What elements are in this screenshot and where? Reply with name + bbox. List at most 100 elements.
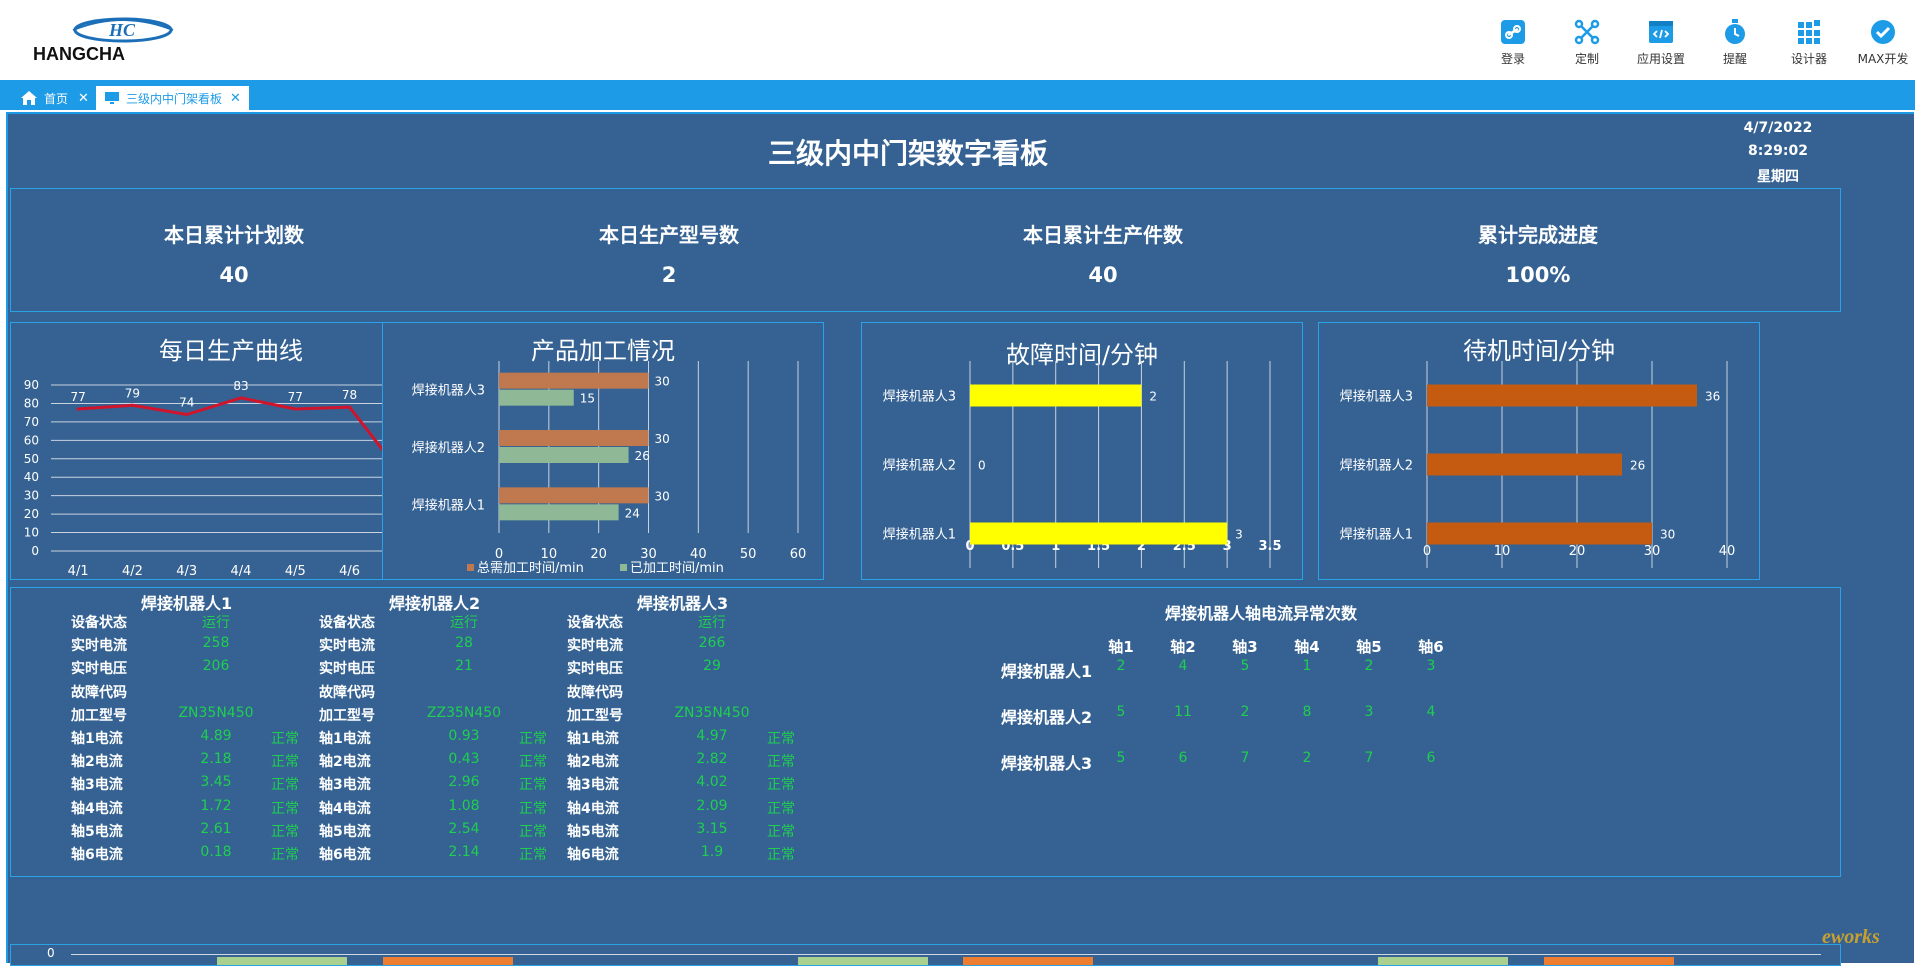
status-label: 轴3电流	[71, 777, 123, 794]
status-label: 轴2电流	[319, 754, 371, 771]
x-tick-label: 0	[495, 547, 503, 562]
close-icon[interactable]: ✕	[230, 90, 241, 106]
x-tick-label: 0	[965, 539, 974, 554]
status-label: 故障代码	[71, 684, 127, 701]
y-tick-label: 70	[24, 415, 39, 429]
series-line	[78, 396, 406, 479]
data-label: 26	[635, 449, 650, 463]
status-note: 正常	[519, 847, 547, 863]
kpi-produced-value: 40	[1088, 263, 1118, 287]
bar	[1427, 522, 1652, 545]
status-value: 206	[202, 658, 230, 675]
kpi-progress-label: 累计完成进度	[1478, 223, 1598, 247]
category-label: 焊接机器人1	[1340, 527, 1413, 543]
bar	[499, 372, 649, 389]
anomaly-header-cell: 轴6	[1418, 638, 1444, 656]
x-tick-label: 30	[640, 547, 657, 562]
close-icon[interactable]: ✕	[78, 90, 89, 106]
status-label: 实时电压	[567, 661, 623, 678]
status-note: 正常	[271, 777, 299, 794]
x-tick-label: 20	[590, 547, 607, 562]
x-tick-label: 40	[690, 547, 707, 562]
anomaly-cell: 5	[1116, 704, 1126, 720]
anomaly-cell: 3	[1426, 658, 1436, 674]
anomaly-cell: 5	[1116, 750, 1126, 766]
max-dev-button[interactable]: MAX开发	[1848, 18, 1915, 67]
top-bar: HC HANGCHA 登录 定制 应用设置 提醒 设计器 MAX开发	[0, 0, 1915, 80]
status-value: 0.18	[200, 844, 232, 860]
data-label: 79	[125, 386, 140, 400]
kpi-models-value: 2	[661, 263, 677, 287]
anomaly-header-cell: 轴4	[1294, 638, 1320, 656]
status-value	[667, 682, 757, 704]
status-value: 2.61	[200, 820, 232, 837]
bottom-axis-zero: 0	[47, 946, 55, 960]
status-label: 实时电流	[567, 638, 623, 655]
anomaly-header-cell: 轴2	[1170, 638, 1196, 656]
data-label: 24	[625, 506, 640, 520]
data-label: 0	[978, 459, 986, 473]
anomaly-cell: 4	[1426, 704, 1436, 720]
svg-text:HC: HC	[108, 20, 136, 40]
check-circle-icon	[1871, 20, 1895, 44]
bottom-bar	[963, 957, 1093, 965]
status-label: 故障代码	[567, 684, 623, 701]
status-label: 故障代码	[319, 684, 375, 701]
y-tick-label: 30	[24, 489, 39, 503]
status-note: 正常	[271, 823, 299, 840]
designer-button[interactable]: 设计器	[1774, 18, 1844, 67]
bottom-bar	[1544, 957, 1674, 965]
bar	[970, 384, 1142, 407]
status-label: 加工型号	[319, 707, 375, 724]
status-label: 轴2电流	[71, 754, 123, 771]
status-value: 3.45	[200, 774, 232, 791]
status-value: ZZ35N450	[426, 704, 502, 721]
data-label: 3	[1235, 528, 1243, 542]
bar	[499, 389, 574, 406]
robot-name: 焊接机器人2	[389, 594, 481, 613]
robot-name: 焊接机器人1	[141, 594, 233, 613]
status-label: 轴5电流	[567, 823, 619, 840]
logo-text: HANGCHA	[33, 44, 125, 64]
status-label: 轴5电流	[319, 823, 371, 840]
status-value: 29	[703, 658, 721, 675]
anomaly-cell: 8	[1302, 704, 1312, 720]
customize-button[interactable]: 定制	[1552, 18, 1622, 67]
tab-kanban[interactable]: 三级内中门架看板 ✕	[96, 86, 249, 110]
x-tick-label: 4/1	[68, 564, 89, 579]
data-point	[239, 396, 243, 400]
y-tick-label: 0	[31, 544, 39, 558]
x-tick-label: 4/6	[339, 564, 360, 579]
data-label: 15	[580, 392, 595, 406]
status-note: 正常	[767, 777, 795, 794]
status-label: 轴2电流	[567, 754, 619, 771]
data-label: 74	[179, 396, 194, 410]
max-dev-label: MAX开发	[1857, 52, 1909, 66]
app-settings-label: 应用设置	[1636, 52, 1685, 66]
stopwatch-icon	[1725, 19, 1745, 44]
status-note: 正常	[271, 847, 299, 863]
login-button[interactable]: 登录	[1478, 18, 1548, 67]
status-note: 正常	[271, 731, 299, 747]
status-label: 轴1电流	[567, 731, 619, 747]
app-settings-button[interactable]: 应用设置	[1626, 18, 1696, 67]
data-point	[293, 407, 297, 411]
bottom-axis-line	[71, 954, 1821, 955]
status-label: 设备状态	[319, 615, 375, 631]
reminder-button[interactable]: 提醒	[1700, 18, 1770, 67]
data-label: 30	[655, 432, 670, 446]
bottom-bar	[383, 957, 513, 965]
data-label: 77	[71, 390, 86, 404]
status-note: 正常	[767, 754, 795, 771]
x-tick-label: 10	[541, 547, 558, 562]
anomaly-row-label: 焊接机器人3	[1001, 754, 1093, 773]
anomaly-header-cell: 轴1	[1108, 638, 1134, 656]
tab-home[interactable]: 首页 ✕	[20, 86, 89, 110]
x-tick-label: 1	[1051, 539, 1060, 554]
status-label: 轴4电流	[71, 800, 123, 817]
data-label: 2	[1149, 390, 1157, 404]
